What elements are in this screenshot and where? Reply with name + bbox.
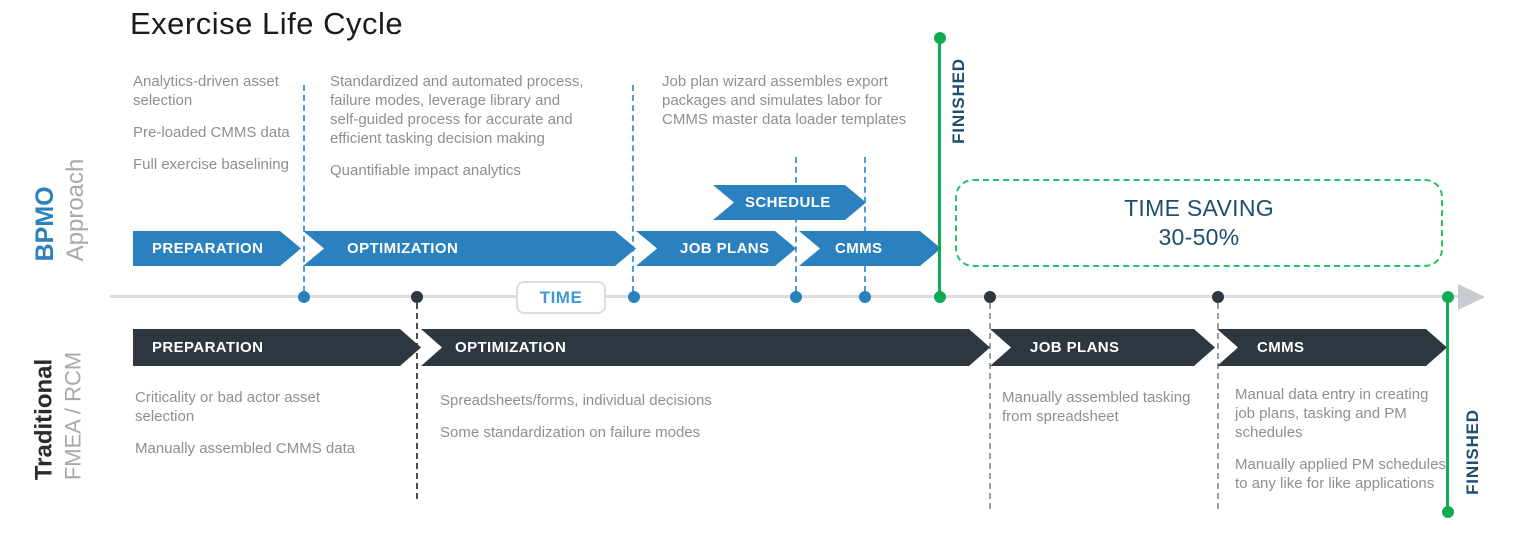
bpmo-stage-cmms: CMMS <box>799 231 941 266</box>
approach-label: Approach <box>62 158 89 262</box>
traditional-stage-optimization: OPTIMIZATION <box>421 329 990 366</box>
note-manual-data-entry: Manual data entry in creating job plans,… <box>1235 386 1429 441</box>
finished-line-bpmo <box>938 38 941 297</box>
bpmo-stage-optimization: OPTIMIZATION <box>303 231 636 266</box>
note-manually-applied-pm: Manually applied PM schedules to any lik… <box>1235 456 1446 492</box>
stage-label: PREPARATION <box>152 240 264 257</box>
note-manually-assembled-cmms: Manually assembled CMMS data <box>135 440 356 457</box>
time-saving-callout: TIME SAVING 30-50% <box>955 179 1443 267</box>
timeline-dot-green-traditional <box>1442 291 1454 303</box>
stage-label: CMMS <box>1257 339 1305 356</box>
timeline-arrowhead-icon <box>1458 284 1485 310</box>
finished-line-bpmo-top-dot <box>934 32 946 44</box>
note-full-exercise: Full exercise baselining <box>133 156 289 173</box>
traditional-note-preparation: Criticality or bad actor asset selection… <box>135 388 380 471</box>
bpmo-label: BPMO <box>31 186 59 262</box>
timeline-dot-blue-1 <box>298 291 310 303</box>
guide-line-dark-1 <box>416 303 418 499</box>
timeline-dot-green-bpmo <box>934 291 946 303</box>
traditional-fmea-rcm-label: Traditional FMEA / RCM <box>31 352 88 480</box>
stage-label: OPTIMIZATION <box>455 339 567 356</box>
note-standardized-automated: Standardized and automated process, fail… <box>330 73 584 147</box>
time-label: TIME <box>539 287 583 307</box>
bpmo-stage-preparation: PREPARATION <box>133 231 301 266</box>
timeline-dot-blue-2 <box>628 291 640 303</box>
time-saving-line1: TIME SAVING <box>1124 195 1274 221</box>
note-manually-assembled-tasking: Manually assembled tasking from spreadsh… <box>1002 389 1191 425</box>
fmea-rcm-label: FMEA / RCM <box>60 351 86 481</box>
timeline-dot-dark-3 <box>1212 291 1224 303</box>
guide-line-blue-3 <box>795 157 797 292</box>
time-label-box: TIME <box>516 281 606 314</box>
timeline-dot-blue-3 <box>790 291 802 303</box>
bpmo-approach-label: BPMO Approach <box>31 159 91 262</box>
bpmo-note-optimization: Standardized and automated process, fail… <box>330 72 586 193</box>
stage-label: PREPARATION <box>152 339 264 356</box>
bpmo-note-job-plans: Job plan wizard assembles export package… <box>662 72 912 142</box>
guide-line-gray-1 <box>989 303 991 509</box>
page-title: Exercise Life Cycle <box>130 6 404 41</box>
note-job-plan-wizard: Job plan wizard assembles export package… <box>662 73 907 128</box>
guide-line-gray-2 <box>1217 303 1219 509</box>
finished-label-bpmo: FINISHED <box>949 58 968 144</box>
guide-line-blue-4 <box>864 157 866 292</box>
timeline-dot-dark-1 <box>411 291 423 303</box>
traditional-note-job-plans: Manually assembled tasking from spreadsh… <box>1002 388 1197 439</box>
note-quantifiable-impact: Quantifiable impact analytics <box>330 162 521 179</box>
note-analytics-driven: Analytics-driven asset selection <box>133 73 279 109</box>
stage-label: SCHEDULE <box>745 194 831 211</box>
bpmo-note-preparation: Analytics-driven asset selection Pre-loa… <box>133 72 308 187</box>
note-criticality: Criticality or bad actor asset selection <box>135 389 321 425</box>
bpmo-stage-schedule: SCHEDULE <box>713 185 866 220</box>
stage-label: JOB PLANS <box>680 240 770 257</box>
traditional-stage-job-plans: JOB PLANS <box>990 329 1215 366</box>
guide-line-blue-2 <box>632 85 634 292</box>
traditional-stage-cmms: CMMS <box>1217 329 1447 366</box>
traditional-note-cmms: Manual data entry in creating job plans,… <box>1235 385 1450 506</box>
bpmo-stage-job-plans: JOB PLANS <box>636 231 796 266</box>
note-spreadsheets-forms: Spreadsheets/forms, individual decisions <box>440 392 712 409</box>
stage-label: JOB PLANS <box>1030 339 1120 356</box>
stage-label: CMMS <box>835 240 883 257</box>
finished-label-traditional: FINISHED <box>1463 409 1482 495</box>
timeline-dot-blue-4 <box>859 291 871 303</box>
timeline-dot-dark-2 <box>984 291 996 303</box>
guide-line-blue-1 <box>303 85 305 292</box>
traditional-stage-preparation: PREPARATION <box>133 329 421 366</box>
timeline-axis <box>110 295 1462 298</box>
traditional-note-optimization: Spreadsheets/forms, individual decisions… <box>440 391 770 455</box>
finished-line-traditional <box>1446 297 1449 512</box>
time-saving-line2: 30-50% <box>1158 224 1240 250</box>
finished-line-traditional-bottom-dot <box>1442 506 1454 518</box>
note-some-standardization: Some standardization on failure modes <box>440 424 701 441</box>
note-preloaded-cmms: Pre-loaded CMMS data <box>133 124 290 141</box>
stage-label: OPTIMIZATION <box>347 240 459 257</box>
traditional-label: Traditional <box>30 358 58 481</box>
